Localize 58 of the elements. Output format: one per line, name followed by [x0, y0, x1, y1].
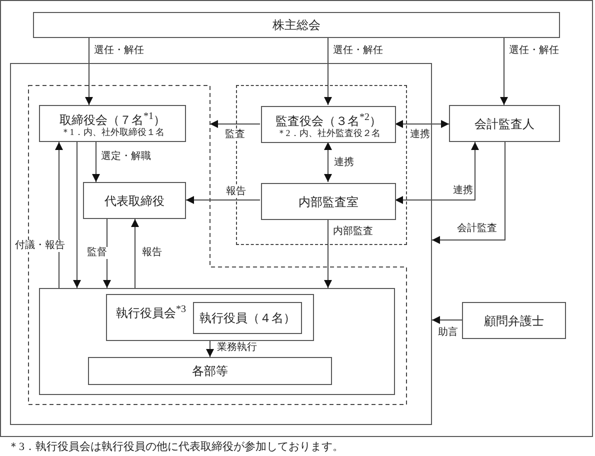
organization-box — [462, 302, 566, 339]
organization-box — [106, 294, 314, 341]
arrow — [432, 142, 506, 244]
edge-label: 会計監査 — [456, 223, 498, 235]
organization-box — [39, 105, 186, 142]
box-label: 各部等 — [192, 364, 228, 378]
organization-box — [261, 106, 396, 143]
box-label: 会計監査人 — [474, 116, 534, 130]
box-label: 株主総会 — [272, 18, 320, 32]
arrow — [85, 38, 93, 106]
edge-label: 内部監査 — [332, 226, 374, 238]
arrow — [55, 142, 63, 288]
edge-label: 選任・解任 — [93, 45, 145, 57]
edge-label: 監督 — [86, 247, 108, 259]
box-label: 取締役会（７名$^{*1}$） — [60, 110, 166, 126]
organization-box — [83, 182, 186, 219]
organization-box — [261, 183, 396, 220]
box-label: 執行役員（４名） — [200, 311, 296, 325]
arrow — [73, 142, 81, 288]
box-label: 代表取締役 — [104, 194, 164, 208]
edge-label: 業務執行 — [216, 342, 258, 354]
organization-box — [193, 302, 302, 334]
arrow — [206, 340, 214, 358]
edge-label: 選任・解任 — [508, 45, 560, 57]
arrow — [394, 142, 479, 204]
arrow — [324, 38, 332, 106]
arrow — [131, 218, 139, 288]
arrow — [103, 218, 111, 288]
box-note: ＊2．内、社外監査役２名 — [276, 128, 380, 138]
box-label: 内部監査室 — [298, 194, 358, 208]
solid-frame — [39, 288, 395, 395]
edge-label: 報告 — [141, 247, 163, 259]
arrow — [210, 120, 260, 128]
solid-frame — [10, 63, 432, 425]
arrow — [186, 196, 260, 204]
edge-label: 連携 — [333, 157, 355, 169]
organization-box — [88, 357, 332, 385]
edge-label: 選任・解任 — [332, 45, 384, 57]
box-label: 監査役会（３名$^{*2}$） — [276, 110, 382, 128]
edge-label: 付議・報告 — [14, 240, 66, 252]
box-note: ＊1．内、社外取締役１名 — [60, 126, 164, 138]
edge-label: 助言 — [437, 327, 459, 339]
edge-label: 報告 — [225, 186, 247, 198]
box-label: 顧問弁護士 — [484, 314, 544, 328]
edge-label: 選定・解職 — [100, 151, 152, 163]
organization-box — [449, 105, 560, 142]
edge-label: 監査 — [224, 129, 246, 141]
arrow — [432, 316, 462, 324]
edge-label: 連携 — [452, 185, 474, 197]
arrow — [92, 142, 100, 182]
box-label: 執行役員会$^{*3}$ — [116, 303, 186, 320]
footnote: ＊3．執行役員会は執行役員の他に代表取締役が参加しております。 — [8, 441, 344, 454]
arrow — [324, 142, 332, 182]
arrow — [324, 218, 332, 288]
arrow — [500, 38, 508, 106]
edge-label: 連携 — [409, 129, 431, 141]
organization-box — [33, 12, 560, 38]
arrow — [394, 120, 450, 128]
